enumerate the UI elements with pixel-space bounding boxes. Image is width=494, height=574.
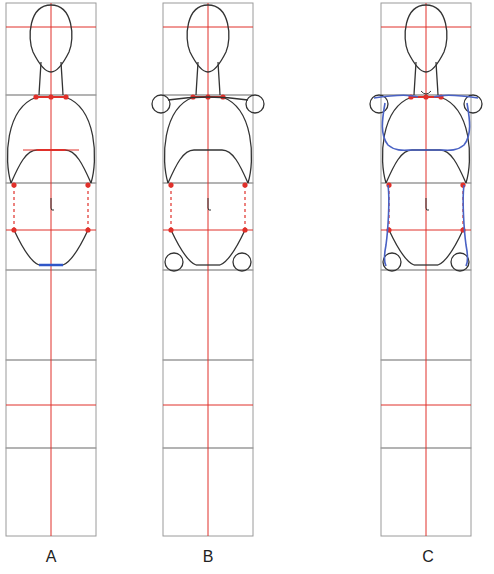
figure-letter: A bbox=[46, 549, 57, 565]
figure-c bbox=[370, 3, 482, 536]
figure-letter: C bbox=[422, 549, 434, 565]
figure-a bbox=[6, 3, 96, 536]
figure-b bbox=[152, 3, 264, 536]
figure-letter: B bbox=[203, 549, 214, 565]
